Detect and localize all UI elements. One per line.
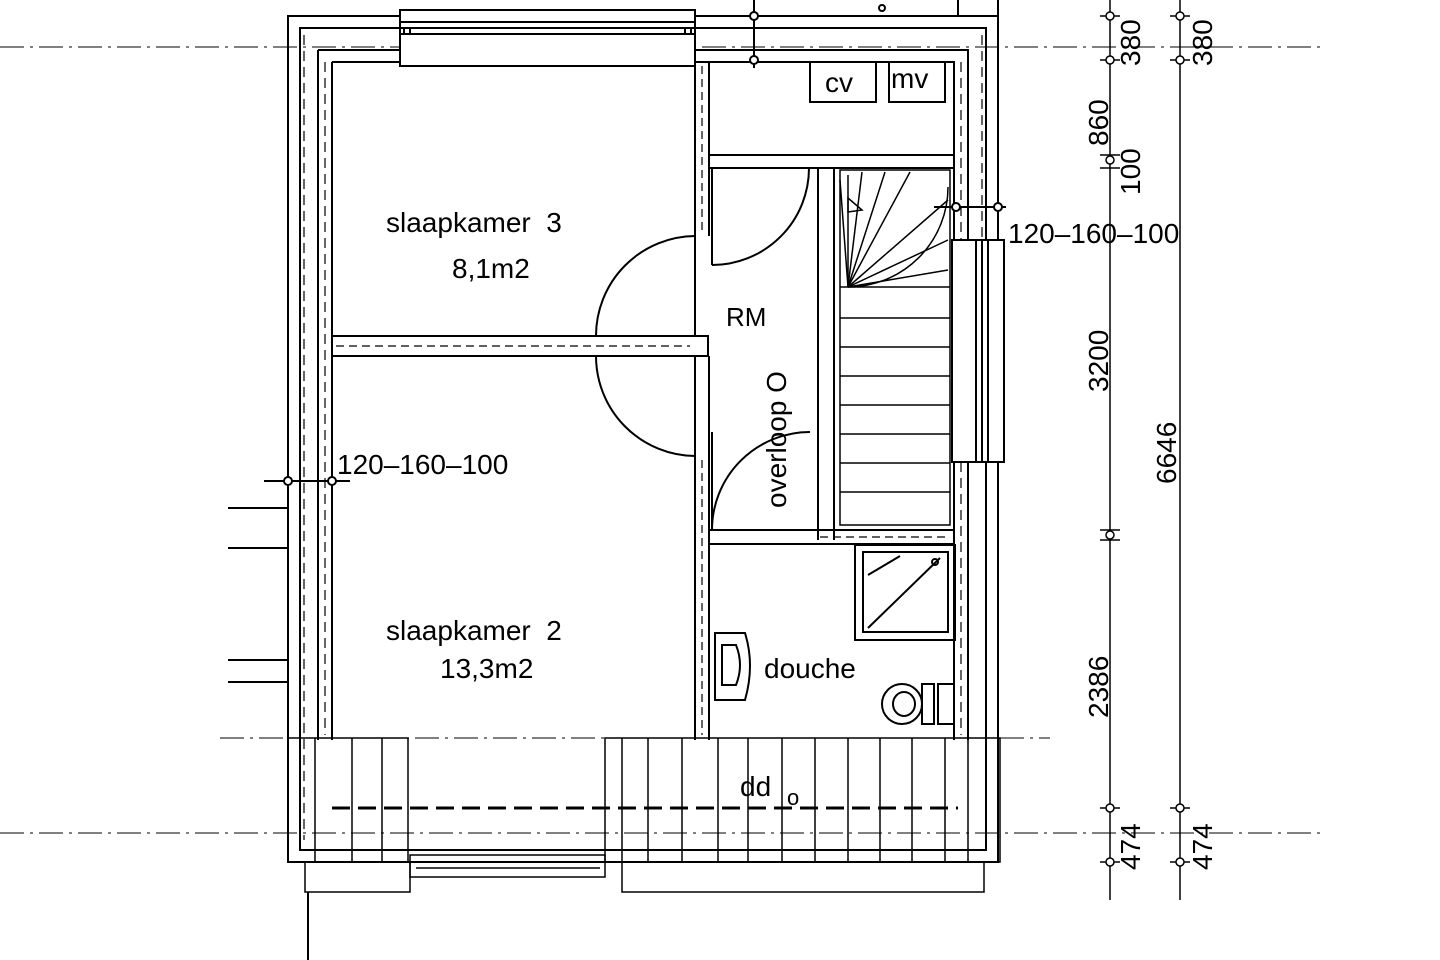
room-labels: slaapkamer 3 8,1m2 slaapkamer 2 13,3m2 d…: [386, 63, 928, 810]
dim-100: 100: [1115, 148, 1146, 195]
doors: [595, 167, 811, 531]
roof-section: [287, 737, 1001, 893]
bedroom3-area: 8,1m2: [452, 253, 530, 284]
dormer-label: dd: [740, 771, 771, 802]
toilet: [881, 683, 955, 725]
shower-tray: [854, 544, 956, 641]
right-window: [951, 239, 1005, 463]
dimension-lines: [1100, 0, 1190, 900]
bedroom3-name: slaapkamer 3: [386, 207, 562, 238]
exterior-walls: [287, 15, 999, 863]
mv-label: mv: [891, 63, 928, 94]
dormer-mark: o: [787, 785, 799, 810]
bedroom2-name: slaapkamer 2: [386, 615, 562, 646]
rm-label: RM: [726, 302, 766, 332]
top-window: [399, 9, 696, 67]
dim-6646: 6646: [1151, 422, 1182, 484]
washbasin: [714, 632, 751, 701]
dim-3200: 3200: [1083, 330, 1114, 392]
dim-474-inner: 474: [1115, 823, 1146, 870]
outside-ticks: [228, 507, 288, 683]
staircase: [839, 169, 951, 526]
dim-2386: 2386: [1083, 656, 1114, 718]
interior-walls: [331, 62, 954, 740]
wall-markers: [264, 0, 1006, 960]
shower-label: douche: [764, 653, 856, 684]
dim-380-outer: 380: [1187, 19, 1218, 66]
dim-860: 860: [1083, 99, 1114, 146]
cv-label: cv: [825, 67, 853, 98]
landing-label: overloop O: [761, 371, 792, 508]
dim-474-outer: 474: [1187, 823, 1218, 870]
dimension-texts: 380 860 100 3200 2386 474 380 6646 474: [1083, 19, 1218, 870]
dim-380-inner: 380: [1115, 19, 1146, 66]
wall-spec-left: 120–160–100: [337, 449, 508, 480]
technical-boxes: [809, 61, 946, 103]
wall-spec-labels: 120–160–100 120–160–100: [337, 218, 1179, 480]
bedroom2-area: 13,3m2: [440, 653, 533, 684]
wall-spec-right: 120–160–100: [1008, 218, 1179, 249]
